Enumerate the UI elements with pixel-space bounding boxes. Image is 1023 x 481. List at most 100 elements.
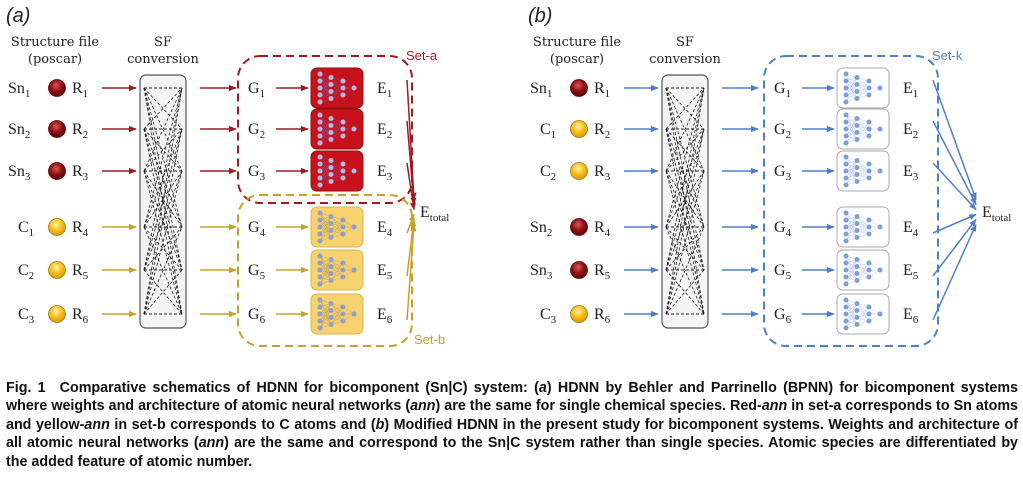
nn-edge	[856, 121, 870, 133]
sf-conversion-header: SF	[154, 35, 172, 50]
atom-label: Sn2	[530, 219, 552, 239]
nn-node	[328, 271, 334, 276]
nn-edge	[845, 216, 858, 228]
sf-connection	[143, 87, 183, 172]
nn-node	[843, 92, 849, 98]
nn-node	[317, 318, 323, 324]
nn-edge	[845, 91, 858, 103]
nn-node	[854, 116, 860, 121]
arrow	[932, 162, 977, 211]
nn-node	[328, 137, 334, 142]
nn-node	[317, 78, 323, 84]
sf-connection	[143, 87, 183, 130]
nn-edge	[330, 87, 344, 99]
nn-edge	[845, 303, 858, 322]
nn-node	[854, 257, 860, 262]
nn-node	[328, 172, 334, 177]
nn-node	[340, 318, 346, 324]
atom-label: C2	[540, 163, 556, 183]
nn-edge	[845, 216, 858, 235]
nn-node	[877, 224, 883, 230]
nn-edge	[319, 118, 332, 137]
nn-node	[317, 133, 323, 139]
coordinate-label: R2	[594, 121, 610, 141]
nn-edge	[856, 128, 870, 140]
panel-a: (a)Structure file(poscar)SFconversionSn1…	[6, 5, 449, 347]
atomic-energy-label: E1	[377, 80, 392, 100]
nn-node	[328, 315, 334, 320]
nn-node	[843, 210, 849, 216]
nn-node	[340, 92, 346, 98]
total-energy-label: Etotal	[982, 204, 1011, 224]
nn-node	[854, 322, 860, 327]
sf-connection	[665, 128, 705, 271]
nn-node	[340, 78, 346, 84]
symmetry-function-label: G6	[248, 306, 266, 326]
nn-node	[328, 158, 334, 163]
nn-edge	[856, 121, 870, 140]
nn-node	[843, 281, 849, 287]
nn-node	[843, 154, 849, 160]
nn-edge	[845, 273, 858, 285]
nn-edge	[856, 163, 870, 182]
nn-edge	[330, 269, 344, 281]
sf-connection	[665, 128, 705, 315]
nn-node	[340, 311, 346, 317]
nn-edge	[319, 167, 332, 186]
nn-node	[328, 165, 334, 170]
nn-edge	[845, 84, 858, 103]
nn-node	[340, 217, 346, 223]
sf-connection	[665, 170, 705, 271]
nn-edge	[856, 313, 870, 325]
nn-node	[866, 304, 872, 310]
sf-connection	[665, 170, 705, 228]
nn-node	[351, 126, 357, 132]
nn-node	[317, 281, 323, 287]
atomic-energy-label: E3	[377, 163, 393, 183]
c-atom-icon	[570, 120, 588, 138]
nn-node	[317, 238, 323, 244]
atomic-energy-label: E3	[903, 163, 919, 183]
nn-node	[328, 96, 334, 101]
nn-node	[317, 99, 323, 105]
nn-edge	[330, 163, 344, 175]
sf-conversion-header: conversion	[127, 52, 199, 67]
symmetry-function-label: G5	[774, 262, 792, 282]
set-boundary	[237, 194, 413, 347]
nn-edge	[856, 226, 870, 238]
nn-node	[843, 238, 849, 244]
caption-italic-term: ann	[761, 398, 788, 415]
nn-node	[866, 161, 872, 167]
nn-edge	[319, 118, 332, 144]
nn-edge	[330, 306, 344, 325]
figure-number: Fig. 1	[6, 380, 46, 396]
nn-node	[351, 85, 357, 91]
nn-edge	[319, 118, 332, 130]
nn-node	[328, 82, 334, 87]
nn-edge	[319, 310, 332, 329]
nn-node	[866, 175, 872, 181]
panel-label: (b)	[528, 5, 552, 27]
nn-node	[317, 267, 323, 273]
sf-connection	[143, 128, 183, 271]
panel-label: (a)	[6, 5, 30, 27]
nn-node	[317, 325, 323, 331]
nn-node	[843, 260, 849, 266]
sn-atom-icon	[48, 162, 66, 180]
nn-edge	[330, 121, 344, 140]
nn-edge	[856, 170, 870, 182]
nn-edge	[319, 303, 332, 322]
symmetry-function-label: G4	[774, 219, 792, 239]
coordinate-label: R1	[594, 80, 610, 100]
symmetry-function-label: G6	[774, 306, 792, 326]
total-energy-label: Etotal	[420, 204, 449, 224]
atom-label: C3	[540, 306, 557, 326]
arrow	[932, 79, 977, 201]
nn-node	[854, 315, 860, 320]
sf-connection	[143, 87, 183, 315]
sf-connection	[665, 170, 705, 228]
nn-node	[317, 231, 323, 237]
coordinate-label: R3	[594, 163, 611, 183]
atomic-energy-label: E2	[903, 121, 918, 141]
sf-connection	[143, 170, 183, 271]
